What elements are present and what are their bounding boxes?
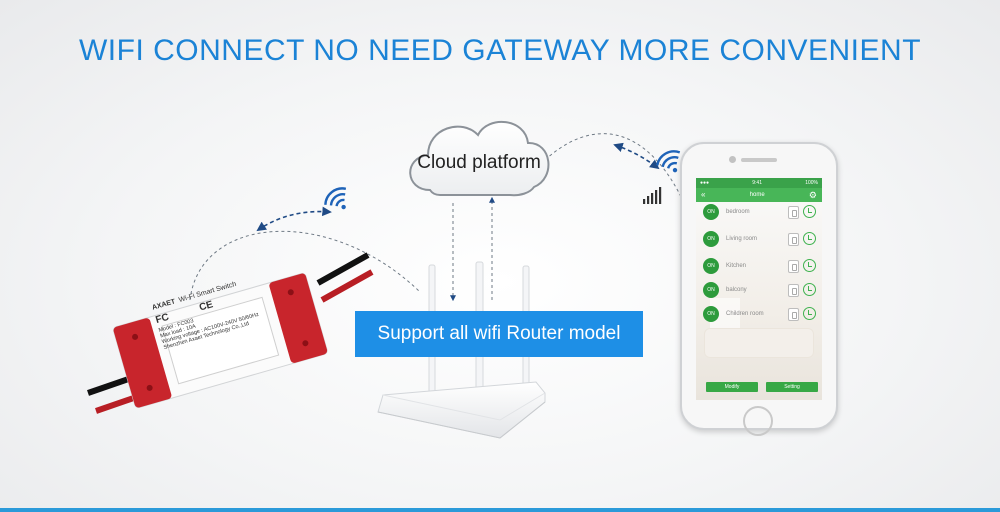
cloud-icon: [409, 120, 550, 197]
smart-switch-device: [87, 252, 374, 414]
list-item: ON bedroom: [696, 204, 822, 222]
plug-icon[interactable]: [788, 233, 799, 246]
switch-cloud-link: [189, 230, 421, 301]
setting-button[interactable]: Setting: [766, 382, 818, 392]
list-item: ON Living room: [696, 231, 822, 249]
room-name: Living room: [726, 236, 758, 242]
room-sofa-background: [704, 328, 814, 358]
room-name: bedroom: [726, 209, 750, 215]
status-battery: 100%: [805, 180, 818, 186]
bottom-divider: [0, 508, 1000, 512]
headline: WIFI CONNECT NO NEED GATEWAY MORE CONVEN…: [78, 34, 922, 67]
list-item: ON Kitchen: [696, 258, 822, 276]
on-toggle-button[interactable]: ON: [703, 282, 719, 298]
signal-bars-icon: [643, 187, 662, 204]
clock-icon[interactable]: [803, 259, 816, 272]
room-name: Children room: [726, 311, 764, 317]
camera: [729, 156, 736, 163]
back-icon[interactable]: «: [701, 190, 706, 199]
speaker: [741, 158, 777, 162]
app-footer: Modify Setting: [696, 382, 822, 392]
clock-icon[interactable]: [803, 205, 816, 218]
app-header: « home ⚙: [696, 188, 822, 202]
room-name: balcony: [726, 287, 747, 293]
status-bar: ●●● 9:41 100%: [696, 178, 822, 188]
on-toggle-button[interactable]: ON: [703, 306, 719, 322]
wifi-icon: [324, 187, 347, 210]
on-toggle-button[interactable]: ON: [703, 204, 719, 220]
room-name: Kitchen: [726, 263, 747, 269]
on-toggle-button[interactable]: ON: [703, 231, 719, 247]
screen-title: home: [749, 192, 765, 198]
wifi-icon: [656, 150, 681, 173]
clock-icon[interactable]: [803, 232, 816, 245]
plug-icon[interactable]: [788, 284, 799, 297]
modify-button[interactable]: Modify: [706, 382, 758, 392]
clock-icon[interactable]: [803, 283, 816, 296]
switch-arrow: [256, 206, 332, 232]
smartphone: ●●● 9:41 100% « home ⚙ ON bedroom ON Liv…: [680, 142, 838, 436]
status-time: 9:41: [752, 180, 762, 186]
cloud-platform-label: Cloud platform: [417, 152, 541, 173]
app-screen: ●●● 9:41 100% « home ⚙ ON bedroom ON Liv…: [696, 178, 822, 400]
router-caption: Support all wifi Router model: [355, 311, 643, 357]
list-item: ON Children room: [696, 306, 822, 324]
clock-icon[interactable]: [803, 307, 816, 320]
phone-arrow: [613, 142, 660, 170]
plug-icon[interactable]: [788, 206, 799, 219]
on-toggle-button[interactable]: ON: [703, 258, 719, 274]
plug-icon[interactable]: [788, 308, 799, 321]
gear-icon[interactable]: ⚙: [808, 189, 817, 200]
cloud-phone-link: [544, 133, 696, 231]
list-item: ON balcony: [696, 282, 822, 300]
plug-icon[interactable]: [788, 260, 799, 273]
home-button[interactable]: [743, 406, 773, 436]
status-signal: ●●●: [700, 180, 710, 186]
